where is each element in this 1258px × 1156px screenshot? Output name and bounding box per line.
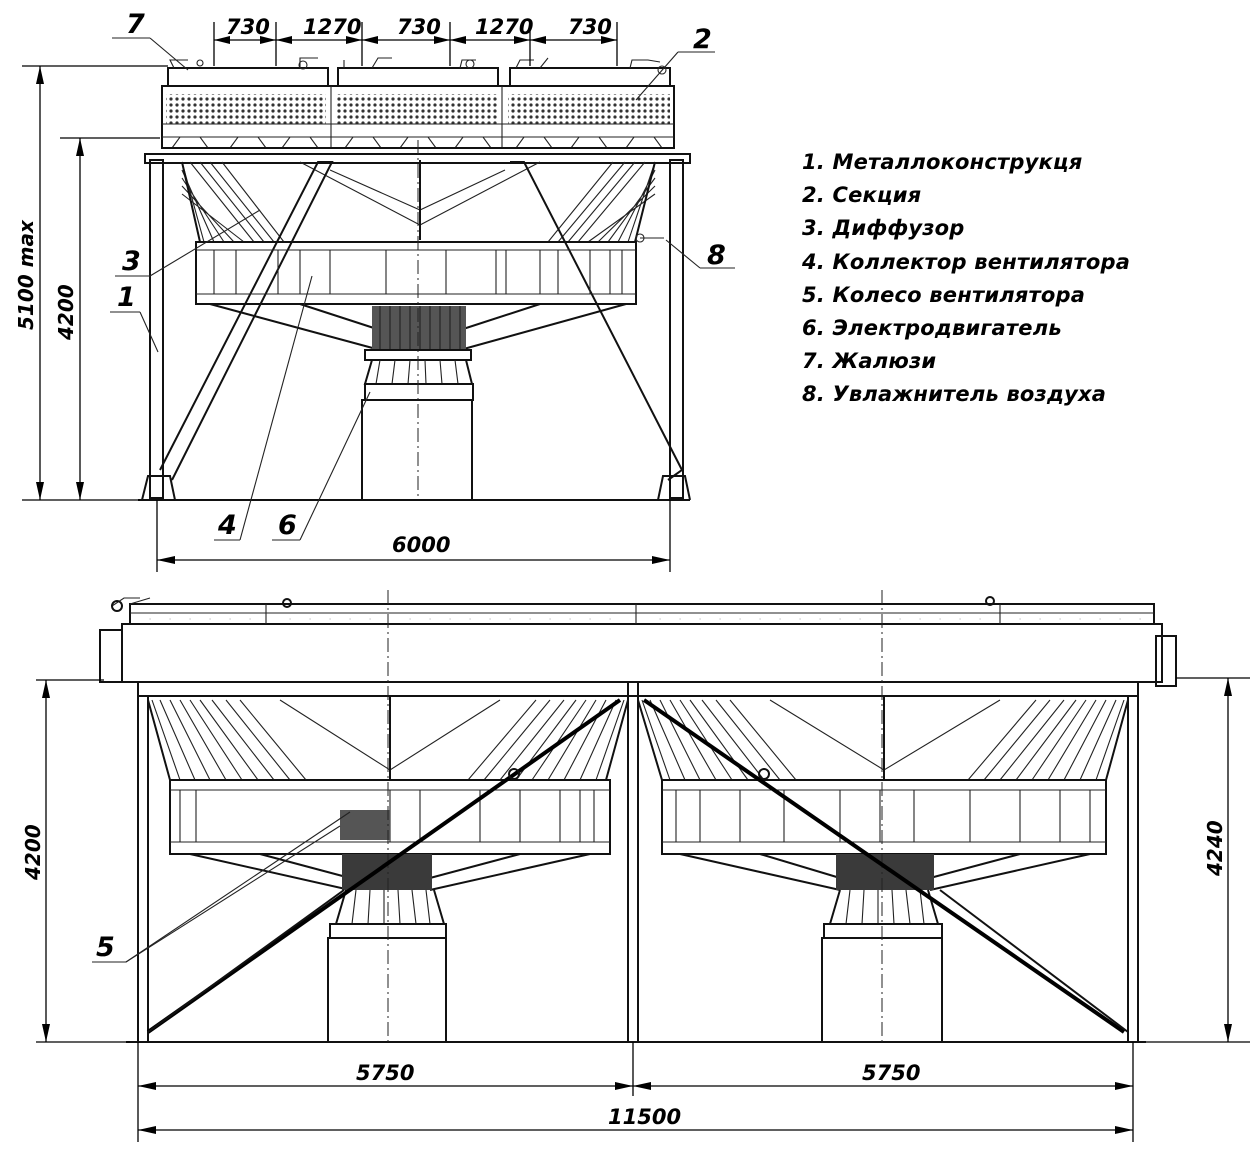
dim-top-2: 730 [397, 15, 441, 39]
top-dimensions: 730 1270 730 1270 730 [213, 15, 618, 66]
callout-4: 4 [217, 510, 237, 541]
top-left-dimensions: 5100 max 4200 [14, 65, 168, 501]
dim-top-0: 730 [226, 15, 270, 39]
dim-half-right: 5750 [862, 1061, 920, 1085]
dim-width: 6000 [392, 533, 450, 557]
bottom-right-dimension: 4240 [1146, 677, 1250, 1043]
top-width-dimension: 6000 [156, 500, 671, 572]
fan-and-motor [361, 140, 474, 501]
legend-item: 4. Коллектор вентилятора [802, 249, 1131, 274]
bottom-callout: 5 [92, 811, 351, 963]
legend-item: 6. Электродвигатель [802, 316, 1062, 341]
top-callouts: 7 2 3 1 8 4 6 [110, 9, 735, 541]
diffuser [181, 160, 656, 243]
dim-frame-height: 4200 [54, 284, 78, 341]
callout-8: 8 [707, 240, 726, 271]
legend-item: 8. Увлажнитель воздуха [802, 382, 1107, 407]
dim-top-1: 1270 [303, 15, 361, 39]
bottom-view: 4200 4240 5750 5750 11500 5 [21, 590, 1250, 1142]
legend-item: 5. Колесо вентилятора [802, 282, 1086, 307]
callout-3: 3 [122, 246, 141, 277]
legend-item: 7. Жалюзи [802, 349, 937, 374]
dim-half-left: 5750 [356, 1061, 414, 1085]
callout-5: 5 [96, 932, 115, 963]
diagonal-braces [159, 161, 684, 481]
fan-unit-right [637, 590, 1129, 1043]
legend-item: 1. Металлоконструкця [802, 150, 1083, 174]
dim-left-height: 4200 [21, 824, 45, 881]
top-view: 5100 max 4200 730 1270 730 1270 730 6000… [14, 9, 735, 572]
legend-item: 3. Диффузор [802, 216, 965, 241]
dim-total-width: 11500 [608, 1105, 681, 1129]
fan-unit-left [146, 590, 629, 1043]
section-block [161, 57, 675, 149]
top-rail [99, 596, 1177, 687]
callout-6: 6 [278, 510, 297, 541]
fan-collector [195, 233, 664, 305]
callout-7: 7 [126, 9, 145, 40]
callout-2: 2 [693, 24, 712, 55]
bottom-left-dimension: 4200 [21, 679, 130, 1043]
dim-top-4: 730 [568, 15, 612, 39]
dim-right-height: 4240 [1203, 820, 1227, 877]
dim-top-3: 1270 [475, 15, 533, 39]
bottom-width-dimensions: 5750 5750 11500 [137, 1042, 1134, 1142]
dim-total-height: 5100 max [14, 219, 38, 330]
callout-1: 1 [117, 282, 136, 313]
legend-item: 2. Секция [802, 183, 922, 208]
legend: 1. Металлоконструкця 2. Секция 3. Диффуз… [802, 146, 1130, 412]
